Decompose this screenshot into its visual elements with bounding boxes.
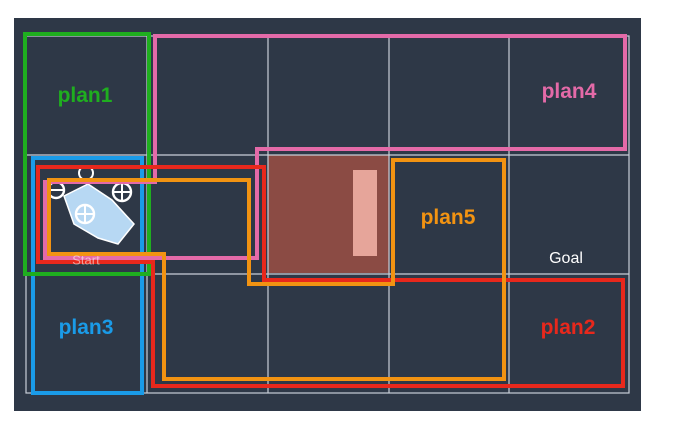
plan2-label: plan2	[540, 316, 596, 339]
plan1-label: plan1	[57, 84, 113, 107]
grid-canvas	[23, 32, 630, 395]
plan5-label: plan5	[420, 206, 476, 229]
robot-icon	[46, 165, 135, 245]
plan3-outline	[31, 156, 144, 395]
start-label: Start	[72, 252, 100, 268]
goal-label: Goal	[549, 250, 583, 267]
plan4-label: plan4	[541, 80, 597, 103]
grid-world: plan1 plan4 plan5 plan3 plan2 Goal Start	[14, 18, 641, 411]
plan2-outline	[36, 165, 625, 388]
plan5-outline	[47, 158, 506, 381]
obstacle-block	[353, 170, 377, 256]
plan1-outline	[23, 32, 151, 276]
plan3-label: plan3	[58, 316, 114, 339]
